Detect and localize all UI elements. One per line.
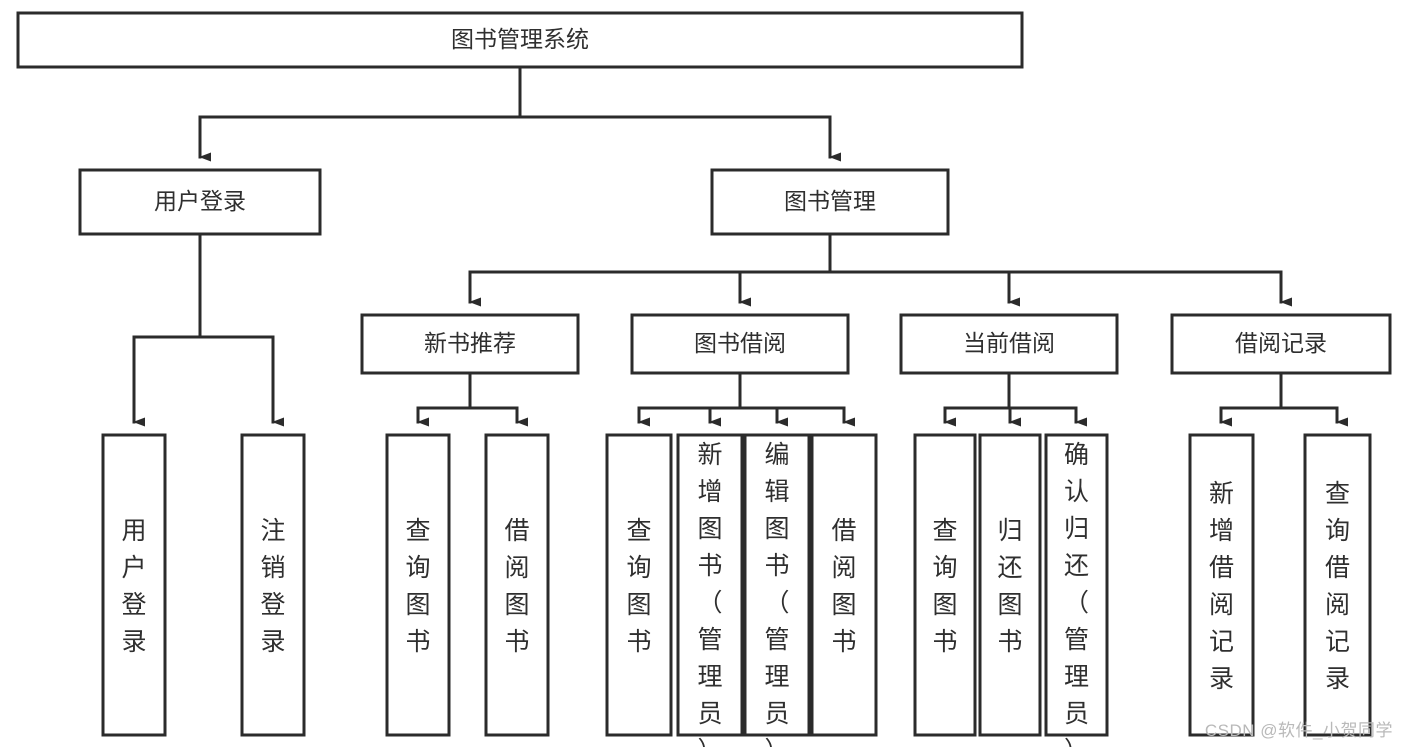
connector-layer: [132, 65, 1348, 427]
node-leaf-12-rect[interactable]: [1303, 433, 1372, 737]
node-leaf-1[interactable]: 注销登录: [240, 433, 306, 737]
node-root-system[interactable]: 图书管理系统: [16, 11, 1024, 69]
node-level2-1-rect[interactable]: [710, 168, 950, 236]
node-leaf-10-label: 确认归还（管理员）: [1064, 441, 1089, 747]
node-leaf-0[interactable]: 用户登录: [101, 433, 167, 737]
node-leaf-11[interactable]: 新增借阅记录: [1188, 433, 1255, 737]
node-leaf-7[interactable]: 借阅图书: [810, 433, 878, 737]
node-root-system-rect[interactable]: [16, 11, 1024, 69]
node-leaf-12[interactable]: 查询借阅记录: [1303, 433, 1372, 737]
node-root-system-label: 图书管理系统: [451, 26, 589, 52]
node-level3-2[interactable]: 当前借阅: [899, 313, 1119, 375]
node-leaf-3-label: 借阅图书: [504, 517, 529, 656]
node-leaf-9-label: 归还图书: [997, 517, 1022, 656]
node-level3-0-rect[interactable]: [360, 313, 580, 375]
node-level3-0-label: 新书推荐: [424, 330, 516, 356]
node-leaf-5[interactable]: 新增图书（管理员）: [676, 433, 744, 747]
node-level3-1-rect[interactable]: [630, 313, 850, 375]
node-leaf-7-label: 借阅图书: [831, 517, 856, 656]
node-level3-3-rect[interactable]: [1170, 313, 1392, 375]
node-leaf-8-label: 查询图书: [932, 517, 957, 656]
node-leaf-7-rect[interactable]: [810, 433, 878, 737]
node-level3-3-label: 借阅记录: [1235, 330, 1327, 356]
node-leaf-3[interactable]: 借阅图书: [484, 433, 550, 737]
node-leaf-12-label: 查询借阅记录: [1325, 480, 1350, 693]
connector-new-book-to-leaves: [416, 371, 528, 427]
node-leaf-6-label: 编辑图书（管理员）: [764, 441, 789, 747]
node-level2-0-rect[interactable]: [78, 168, 322, 236]
node-leaf-8-rect[interactable]: [913, 433, 977, 737]
node-leaf-1-rect[interactable]: [240, 433, 306, 737]
node-level3-3[interactable]: 借阅记录: [1170, 313, 1392, 375]
node-leaf-9[interactable]: 归还图书: [978, 433, 1042, 737]
node-leaf-4-rect[interactable]: [605, 433, 673, 737]
node-level3-2-rect[interactable]: [899, 313, 1119, 375]
node-level3-1[interactable]: 图书借阅: [630, 313, 850, 375]
connector-borrow-to-leaves: [637, 371, 855, 427]
node-leaf-1-label: 注销登录: [260, 517, 285, 656]
node-layer: 图书管理系统用户登录图书管理新书推荐图书借阅当前借阅借阅记录用户登录注销登录查询…: [16, 11, 1392, 747]
node-leaf-11-rect[interactable]: [1188, 433, 1255, 737]
node-level3-0[interactable]: 新书推荐: [360, 313, 580, 375]
node-leaf-0-rect[interactable]: [101, 433, 167, 737]
node-leaf-8[interactable]: 查询图书: [913, 433, 977, 737]
node-leaf-11-label: 新增借阅记录: [1209, 480, 1234, 693]
connector-root-to-level2: [198, 65, 841, 162]
node-level3-2-label: 当前借阅: [963, 330, 1055, 356]
node-leaf-5-label: 新增图书（管理员）: [697, 441, 722, 747]
node-leaf-10[interactable]: 确认归还（管理员）: [1044, 433, 1109, 747]
node-level2-0-label: 用户登录: [154, 188, 246, 214]
connector-record-to-leaves: [1219, 371, 1348, 427]
connector-book-mgmt-to-level3: [468, 232, 1292, 307]
node-level2-1-label: 图书管理: [784, 188, 876, 214]
connector-current-to-leaves: [943, 371, 1087, 427]
node-leaf-4[interactable]: 查询图书: [605, 433, 673, 737]
node-leaf-2-rect[interactable]: [385, 433, 451, 737]
node-leaf-6-rect[interactable]: [743, 433, 811, 737]
node-leaf-6[interactable]: 编辑图书（管理员）: [743, 433, 811, 747]
node-level3-1-label: 图书借阅: [694, 330, 786, 356]
node-leaf-10-rect[interactable]: [1044, 433, 1109, 737]
node-leaf-4-label: 查询图书: [626, 517, 651, 656]
node-leaf-3-rect[interactable]: [484, 433, 550, 737]
connector-user-login-to-leaves: [132, 232, 284, 427]
node-leaf-2[interactable]: 查询图书: [385, 433, 451, 737]
node-leaf-2-label: 查询图书: [405, 517, 430, 656]
node-level2-1[interactable]: 图书管理: [710, 168, 950, 236]
node-leaf-9-rect[interactable]: [978, 433, 1042, 737]
node-leaf-0-label: 用户登录: [121, 517, 146, 656]
node-level2-0[interactable]: 用户登录: [78, 168, 322, 236]
node-leaf-5-rect[interactable]: [676, 433, 744, 737]
